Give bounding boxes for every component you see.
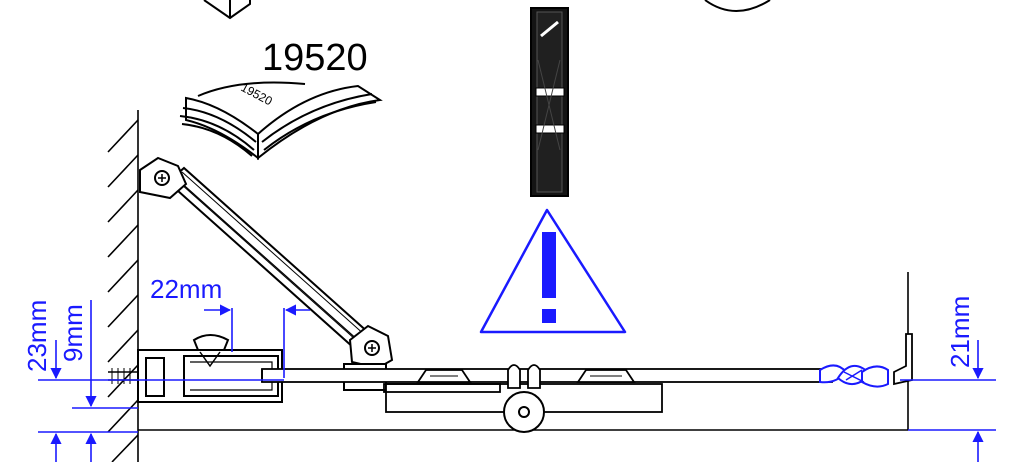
instruction-manual-icon: 19520 (179, 80, 383, 161)
arm-offset-label: 22mm (150, 274, 222, 304)
left-height-label: 23mm (22, 300, 52, 372)
dimension-lines (38, 300, 996, 462)
magnetic-seal-icon (819, 364, 889, 388)
seal-strip (530, 7, 569, 197)
support-pad-left (416, 369, 472, 383)
manual-code-label: 19520 (262, 37, 368, 79)
wall-mount-bracket (139, 156, 188, 200)
wall-seal-bracket (893, 333, 913, 386)
package-box-icon (203, 0, 251, 20)
manual-page-code: 19520 (239, 80, 275, 108)
glass-connector-clip (507, 364, 541, 389)
warning-triangle-icon (479, 208, 627, 334)
left-wall (107, 110, 139, 462)
support-pad-right (576, 369, 636, 383)
stabilizer-arm (166, 166, 372, 350)
glass-panel (261, 368, 833, 383)
left-inner-label: 9mm (58, 304, 88, 362)
round-object-edge (704, 0, 771, 12)
right-height-label: 21mm (945, 296, 975, 368)
hinge (503, 391, 545, 433)
